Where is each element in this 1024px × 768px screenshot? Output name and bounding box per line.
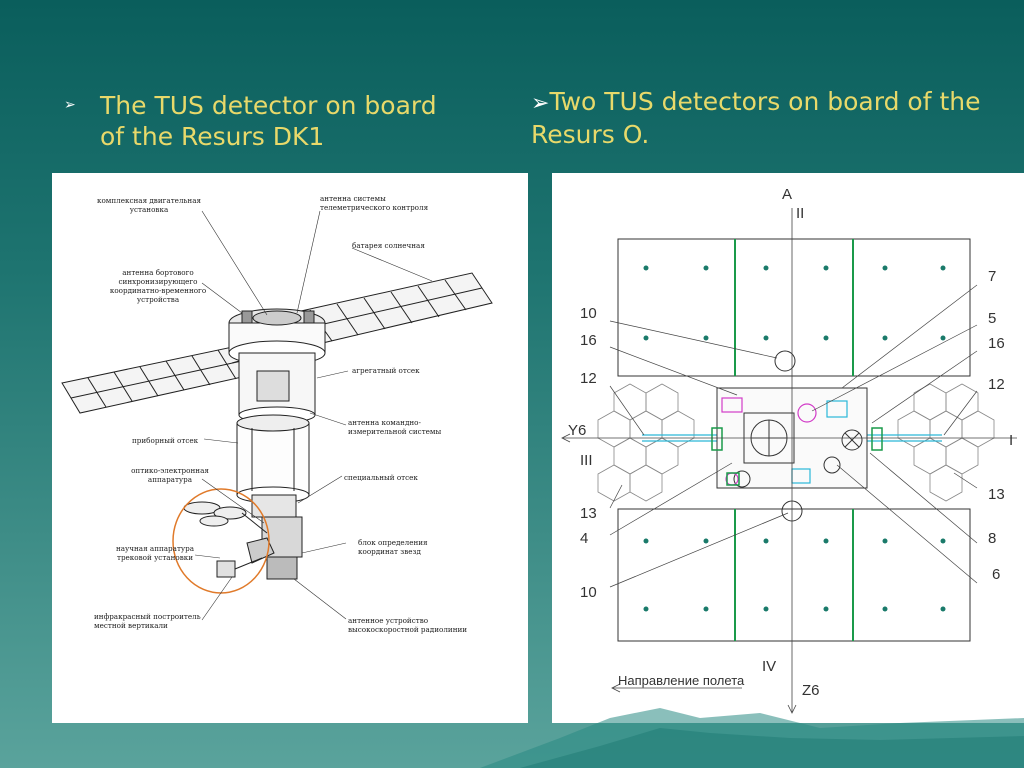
label-track-instrument: научная аппаратура — [116, 544, 195, 553]
resurs-o-drawing: A II Y6 III I IV Z6 Направление полета 1… — [561, 186, 1017, 714]
axis-ii-label: II — [796, 205, 804, 222]
callout-10-top: 10 — [580, 305, 597, 322]
left-heading-line2: of the Resurs DK1 — [100, 122, 325, 151]
label-aggregate-compartment: агрегатный отсек — [352, 366, 420, 375]
label-ir-vertical: инфракрасный построитель — [94, 612, 201, 621]
callout-16-left: 16 — [580, 332, 597, 349]
label-radio-link-antenna: антенное устройство — [348, 616, 428, 625]
callout-12-right: 12 — [988, 376, 1005, 393]
callout-13-right: 13 — [988, 486, 1005, 503]
label-solar-battery: батарея солнечная — [352, 241, 425, 250]
label-instrument-compartment: приборный отсек — [132, 436, 199, 445]
label-propulsion: комплексная двигательная — [97, 196, 202, 205]
right-heading-line2: Resurs O. — [531, 120, 650, 149]
svg-text:антенна командно-измерительной: антенна командно-измерительной системы — [348, 418, 442, 436]
axis-y6-label: Y6 — [568, 422, 586, 439]
label-special-compartment: специальный отсек — [344, 473, 418, 482]
label-sync-antenna: антенна бортового — [122, 268, 193, 277]
left-heading: ➢ The TUS detector on board of the Resur… — [64, 90, 504, 152]
solar-panel-lower-left — [617, 508, 736, 642]
label-telemetry-antenna: антенна системы — [320, 194, 386, 203]
solar-panel-lower-mid — [734, 508, 854, 642]
solar-panel-lower-right — [852, 508, 971, 642]
label-optoelectronic: оптико-электронная — [131, 466, 209, 475]
axis-iii-label: III — [580, 452, 593, 469]
right-heading: ➢Two TUS detectors on board of the Resur… — [531, 86, 1011, 150]
left-heading-line1: The TUS detector on board — [100, 91, 437, 120]
resurs-o-diagram: A II Y6 III I IV Z6 Направление полета 1… — [552, 173, 1024, 723]
axis-a-label: A — [782, 186, 792, 203]
bullet-arrow-icon: ➢ — [64, 97, 76, 113]
callout-16-right: 16 — [988, 335, 1005, 352]
solar-panel-upper-left — [617, 238, 736, 377]
tus-detector-right-hexes — [897, 383, 995, 502]
flight-direction-label: Направление полета — [618, 673, 745, 688]
callout-10-bottom: 10 — [580, 584, 597, 601]
axis-z6-label: Z6 — [802, 682, 820, 699]
callout-4: 4 — [580, 530, 588, 547]
axis-i-label: I — [1009, 432, 1013, 449]
decorative-wave — [480, 708, 1024, 768]
callout-6: 6 — [992, 566, 1000, 583]
callout-8: 8 — [988, 530, 996, 547]
bullet-arrow-icon: ➢ — [531, 91, 550, 116]
tus-detector-left-hexes — [597, 383, 695, 502]
callout-7: 7 — [988, 268, 996, 285]
callout-13-left: 13 — [580, 505, 597, 522]
callout-5: 5 — [988, 310, 996, 327]
solar-panel-upper-right — [852, 238, 971, 377]
axis-iv-label: IV — [762, 658, 776, 675]
label-star-tracker: блок определения — [358, 538, 428, 547]
label-command-antenna: антенна командно- — [348, 418, 421, 427]
right-heading-line1: Two TUS detectors on board of the — [549, 87, 981, 116]
solar-panel-upper-mid — [734, 238, 854, 377]
callout-12-left: 12 — [580, 370, 597, 387]
